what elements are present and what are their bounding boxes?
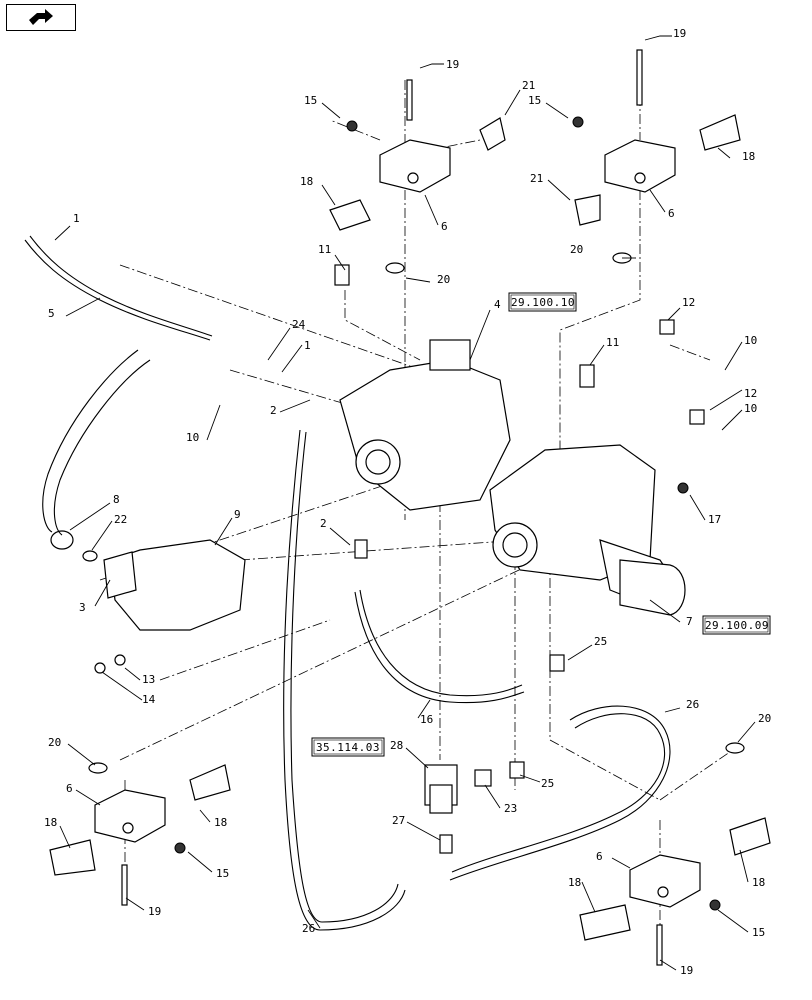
callout-c26a: 26 [686, 698, 699, 711]
callout-c9: 9 [234, 508, 241, 521]
callout-c15c: 15 [216, 867, 229, 880]
callout-c21a: 21 [522, 79, 535, 92]
motor-assembly [103, 539, 246, 631]
reference-boxes: 29.100.10 29.100.09 35.114.03 [311, 292, 771, 757]
callout-c14: 14 [142, 693, 156, 706]
callout-c18a: 18 [742, 150, 755, 163]
callout-c1b: 1 [304, 339, 311, 352]
callout-c19b: 19 [673, 27, 686, 40]
callout-c16: 16 [420, 713, 433, 726]
callout-c15a: 15 [304, 94, 317, 107]
elbow-fittings [49, 114, 771, 941]
callout-c25b: 25 [541, 777, 554, 790]
valve-blocks [94, 139, 701, 908]
reference-label: 29.100.10 [511, 296, 575, 309]
callout-c4: 4 [494, 298, 501, 311]
callout-c15d: 15 [752, 926, 765, 939]
callout-c11b: 11 [606, 336, 619, 349]
callout-c21b: 21 [530, 172, 543, 185]
callout-c10c: 10 [744, 402, 757, 415]
callout-c10a: 10 [744, 334, 757, 347]
callout-c2b: 2 [320, 517, 327, 530]
callout-c11a: 11 [318, 243, 331, 256]
pump-assembly-upper [339, 339, 511, 511]
callout-c20b: 20 [570, 243, 583, 256]
leader-lines [54, 35, 756, 971]
callout-c18f: 18 [568, 876, 581, 889]
callout-c20a: 20 [437, 273, 450, 286]
callout-c23: 23 [504, 802, 517, 815]
callout-c6a: 6 [441, 220, 448, 233]
callout-c25a: 25 [594, 635, 607, 648]
callout-c24: 24 [292, 318, 306, 331]
callout-c27: 27 [392, 814, 405, 827]
callout-c6b: 6 [668, 207, 675, 220]
reference-label: 29.100.09 [705, 619, 769, 632]
next-page-icon [29, 9, 53, 25]
callout-c1a: 1 [73, 212, 80, 225]
next-page-button[interactable] [6, 4, 76, 31]
callout-c20c: 20 [48, 736, 61, 749]
callout-c12a: 12 [682, 296, 695, 309]
callout-c18d: 18 [44, 816, 57, 829]
callout-c10b: 10 [186, 431, 199, 444]
callout-c20d: 20 [758, 712, 771, 725]
callout-c5: 5 [48, 307, 55, 320]
callout-c22: 22 [114, 513, 127, 526]
callout-c18e: 18 [752, 876, 765, 889]
callout-c28: 28 [390, 739, 403, 752]
callout-c19c: 19 [148, 905, 161, 918]
callout-c17: 17 [708, 513, 721, 526]
callout-c13: 13 [142, 673, 155, 686]
callout-c12b: 12 [744, 387, 757, 400]
bolts-and-fittings [94, 49, 721, 966]
callout-c18b: 18 [300, 175, 313, 188]
ref-box-29-100-09[interactable]: 29.100.09 [702, 615, 771, 635]
callout-c8: 8 [113, 493, 120, 506]
callout-c6c: 6 [66, 782, 73, 795]
callout-c3: 3 [79, 601, 86, 614]
callout-c15b: 15 [528, 94, 541, 107]
ring-seals [50, 252, 745, 774]
reference-label: 35.114.03 [316, 741, 380, 754]
callout-c6d: 6 [596, 850, 603, 863]
hoses [24, 235, 671, 931]
ref-box-35-114-03[interactable]: 35.114.03 [311, 737, 385, 757]
callout-c7: 7 [686, 615, 693, 628]
callout-c2a: 2 [270, 404, 277, 417]
solenoid-valve [424, 764, 492, 814]
callout-c19a: 19 [446, 58, 459, 71]
callout-c19d: 19 [680, 964, 693, 977]
reservoir-cylinder [619, 559, 686, 616]
ref-box-29-100-10[interactable]: 29.100.10 [508, 292, 577, 312]
callout-c18c: 18 [214, 816, 227, 829]
callout-c26b: 26 [302, 922, 315, 935]
